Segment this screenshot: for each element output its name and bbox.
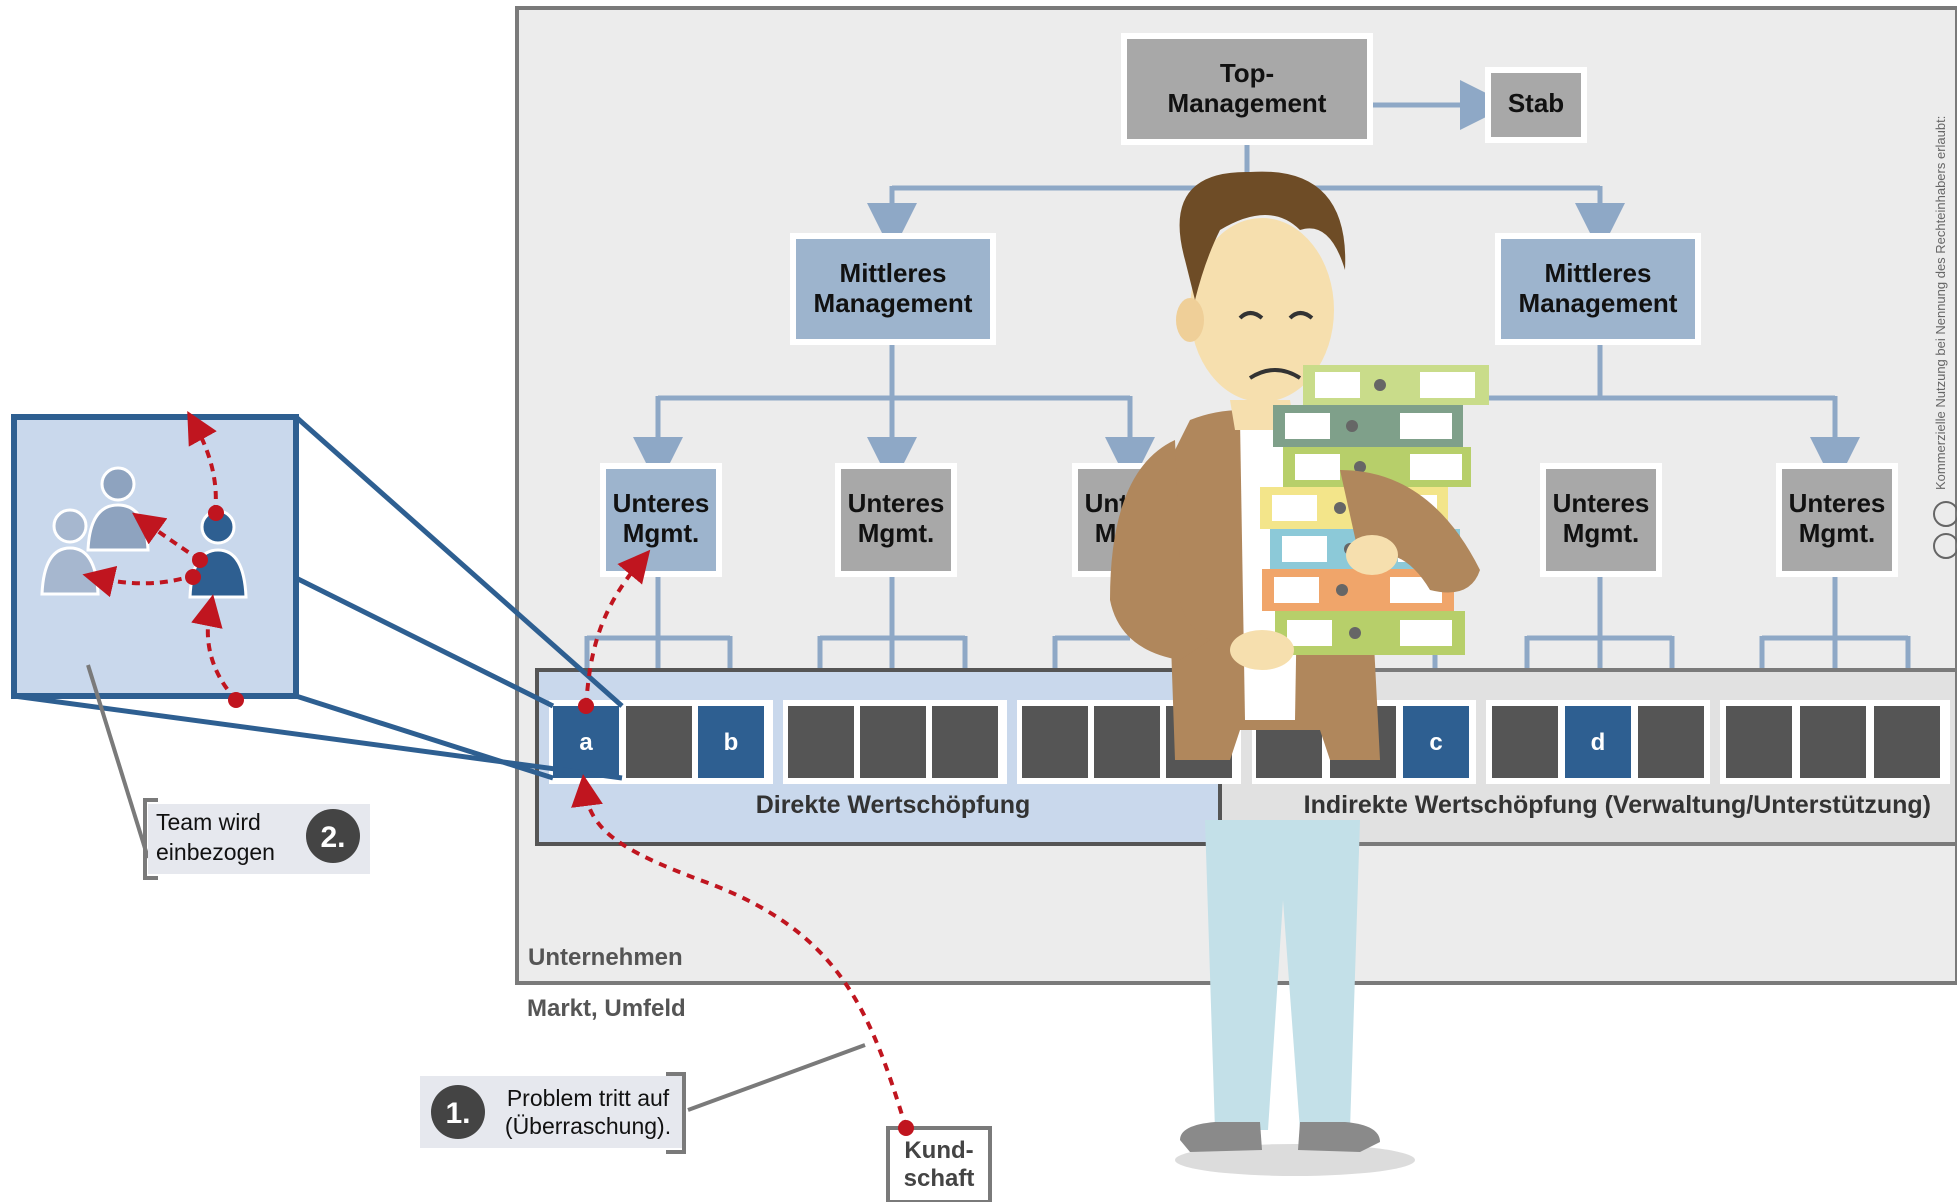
lower-management-5: Unteres Mgmt. xyxy=(1776,463,1898,577)
cell-d xyxy=(1565,706,1631,778)
cell-a-dot xyxy=(578,698,594,714)
indirect-value-label: Indirekte Wertschöpfung (Verwaltung/Unte… xyxy=(1304,791,1931,819)
by-icon xyxy=(1933,501,1957,527)
lower-management-1: Unteres Mgmt. xyxy=(600,463,722,577)
cell xyxy=(932,706,998,778)
middle-left-line1: Mittleres xyxy=(840,258,947,288)
cell-d-label: d xyxy=(1591,729,1606,756)
cell xyxy=(860,706,926,778)
cc-icon xyxy=(1933,533,1957,559)
step1-text-line2: (Überraschung). xyxy=(505,1113,671,1139)
manager-illustration xyxy=(1110,171,1489,1176)
lower-4-line1: Unteres xyxy=(1553,488,1650,518)
problem-path xyxy=(571,549,908,1129)
lower-4-line2: Mgmt. xyxy=(1563,518,1640,548)
top-management-line2: Management xyxy=(1168,88,1327,118)
middle-right-line2: Management xyxy=(1519,288,1678,318)
top-management-box: Top- Management xyxy=(1121,33,1373,145)
team-inset xyxy=(11,411,299,708)
cell-a xyxy=(553,706,619,778)
cell xyxy=(1638,706,1704,778)
zoom-lines xyxy=(13,415,624,781)
cell-c-label: c xyxy=(1429,729,1442,756)
cell xyxy=(626,706,692,778)
lower-2-line1: Unteres xyxy=(848,488,945,518)
step1-number: 1. xyxy=(445,1097,470,1130)
lower-management-4: Unteres Mgmt. xyxy=(1540,463,1662,577)
middle-right-line1: Mittleres xyxy=(1545,258,1652,288)
lower-5-line1: Unteres xyxy=(1789,488,1886,518)
lower-2-line2: Mgmt. xyxy=(858,518,935,548)
step1-badge xyxy=(431,1085,485,1139)
lower-1-line2: Mgmt. xyxy=(623,518,700,548)
step2-callout: Team wird einbezogen 2. xyxy=(143,798,370,880)
step1-leader xyxy=(687,1043,866,1112)
cell-c xyxy=(1403,706,1469,778)
lower-management-2: Unteres Mgmt. xyxy=(835,463,957,577)
step2-text-line2: einbezogen xyxy=(156,839,275,865)
middle-left-line2: Management xyxy=(814,288,973,318)
middle-management-left: Mittleres Management xyxy=(790,233,996,345)
step2-badge xyxy=(306,809,360,863)
lower-5-line2: Mgmt. xyxy=(1799,518,1876,548)
cell xyxy=(1094,706,1160,778)
cell-a-label: a xyxy=(579,729,593,756)
direct-value-label: Direkte Wertschöpfung xyxy=(756,791,1031,819)
step2-number: 2. xyxy=(320,821,345,854)
cell-b-label: b xyxy=(724,729,739,756)
customer-line2: schaft xyxy=(904,1165,975,1192)
customer-dot xyxy=(898,1120,914,1136)
step2-leader xyxy=(86,664,150,859)
step1-text-line1: Problem tritt auf xyxy=(507,1085,670,1111)
stab-box: Stab xyxy=(1485,67,1587,143)
cell xyxy=(1022,706,1088,778)
step2-text-line1: Team wird xyxy=(156,809,261,835)
customer-box: Kund- schaft xyxy=(886,1126,992,1202)
market-label: Markt, Umfeld xyxy=(527,995,686,1022)
top-management-line1: Top- xyxy=(1220,58,1274,88)
step1-callout: 1. Problem tritt auf (Überraschung). xyxy=(420,1072,686,1154)
company-label: Unternehmen xyxy=(528,944,683,971)
cell xyxy=(1874,706,1940,778)
cell xyxy=(1726,706,1792,778)
cell xyxy=(1800,706,1866,778)
lower-1-line1: Unteres xyxy=(613,488,710,518)
cell xyxy=(1492,706,1558,778)
stab-label: Stab xyxy=(1508,88,1564,118)
license-text: Kommerzielle Nutzung bei Nennung des Rec… xyxy=(1933,116,1948,490)
customer-line1: Kund- xyxy=(904,1137,973,1164)
license-badge: Kommerzielle Nutzung bei Nennung des Rec… xyxy=(1933,116,1957,559)
middle-management-right: Mittleres Management xyxy=(1495,233,1701,345)
cell xyxy=(788,706,854,778)
cell-b xyxy=(698,706,764,778)
